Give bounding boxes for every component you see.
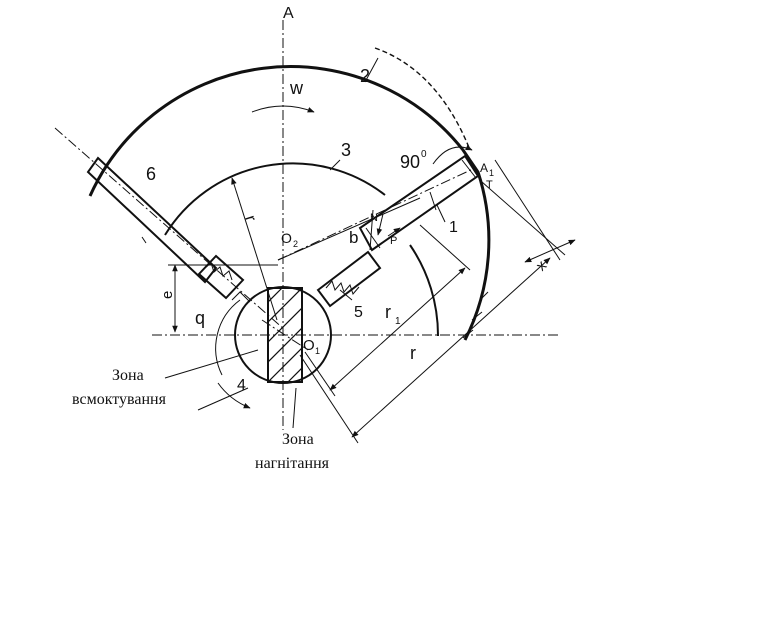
label-q: q — [195, 308, 205, 328]
r-small-dimension — [231, 177, 278, 321]
label-r-big: r — [410, 343, 416, 363]
leader-1 — [436, 204, 446, 223]
label-angle: 90 — [400, 152, 420, 172]
r-big-dimension — [351, 257, 551, 438]
label-part-4: 4 — [237, 377, 246, 394]
r1-extension-left — [304, 351, 336, 397]
label-e: e — [159, 291, 176, 299]
label-part-3: 3 — [341, 140, 351, 160]
label-r1-sub: 1 — [395, 316, 401, 327]
leader-5 — [339, 289, 353, 301]
r-big-extension — [299, 354, 359, 444]
label-degree: 0 — [421, 149, 427, 160]
left-vane-body — [86, 156, 218, 284]
label-o2: O — [281, 230, 292, 246]
left-vane — [86, 156, 251, 303]
label-omega: w — [289, 78, 304, 98]
label-t: T — [486, 179, 493, 191]
label-force-n: N — [370, 212, 378, 224]
label-part-2: 2 — [360, 66, 370, 86]
left-spring — [204, 262, 233, 281]
label-part-1: 1 — [449, 219, 458, 236]
b-dimension — [369, 209, 374, 251]
leader-2 — [364, 57, 379, 83]
label-o1-sub: 1 — [315, 346, 320, 356]
vane-mark — [429, 191, 437, 211]
shaft-hatch — [268, 287, 302, 383]
discharge-leader — [292, 387, 297, 429]
zone-arc-arrow — [217, 382, 251, 409]
shaft-partition — [267, 287, 303, 383]
stator-outline — [88, 65, 491, 341]
r1-extension-right — [419, 224, 471, 271]
suction-zone-line2: всмоктування — [72, 391, 167, 408]
suction-zone-line1: Зона — [112, 367, 144, 384]
label-b: b — [349, 228, 358, 247]
force-n-arrow — [376, 213, 384, 236]
x-extension-outer — [494, 159, 561, 261]
rotor-right-arc — [409, 244, 440, 337]
discharge-zone-line2: нагнітання — [255, 455, 330, 472]
label-o2-sub: 2 — [293, 239, 298, 249]
vane-slot-line — [365, 227, 381, 249]
o2-radius-line — [277, 167, 476, 261]
label-force-p: P — [390, 235, 397, 247]
discharge-zone-line1: Зона — [282, 431, 314, 448]
label-o1: O — [303, 337, 315, 354]
right-vane-body — [358, 154, 480, 252]
label-r-small: r — [241, 213, 259, 224]
label-part-6: 6 — [146, 164, 156, 184]
label-r1: r — [385, 302, 391, 322]
suction-leader-2 — [197, 387, 249, 411]
q-arc — [215, 299, 241, 376]
leader-3 — [329, 159, 341, 171]
vane-tip-line — [461, 159, 477, 179]
rotation-arrow — [251, 105, 315, 113]
center-cross — [261, 319, 309, 351]
label-a1: A — [480, 161, 488, 175]
x-extension-upper — [481, 181, 566, 256]
left-vane-spring-housing — [197, 254, 245, 300]
left-vane-foot — [231, 291, 251, 303]
x-dimension — [524, 239, 576, 263]
label-point-a: A — [283, 5, 294, 22]
force-p-arrow — [387, 227, 401, 237]
right-angle-arc — [432, 144, 473, 165]
stator-dashed-profile — [374, 47, 471, 151]
stator-hatching — [141, 236, 489, 339]
suction-leader — [164, 349, 259, 379]
o2-to-vane-line — [277, 197, 421, 261]
label-a1-sub: 1 — [489, 168, 494, 178]
label-part-5: 5 — [354, 304, 363, 321]
rotor-arc — [164, 162, 386, 236]
